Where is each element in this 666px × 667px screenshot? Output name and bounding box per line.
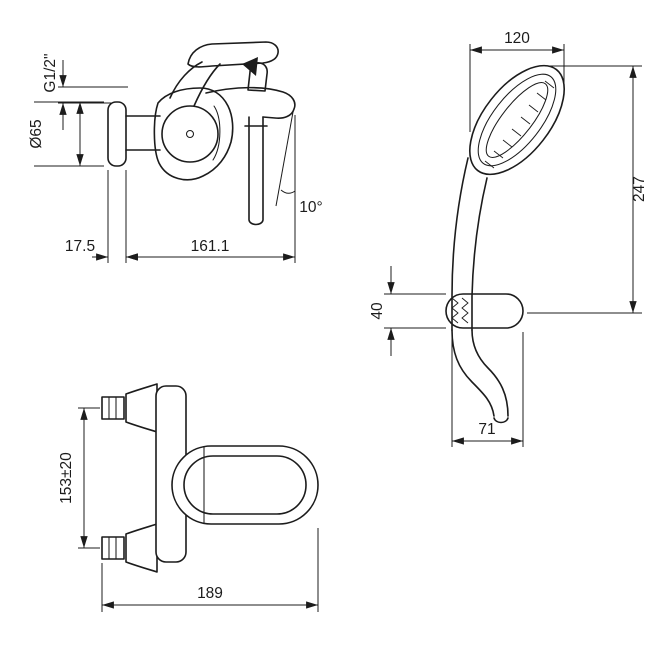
centers-extension-lines [78,407,100,549]
side-cartridge-circle [161,105,219,163]
front-top-nut-flats [108,396,117,420]
shower-head-face [477,73,557,167]
angle-label: 10° [299,199,322,216]
holder-height-label: 40 [369,302,386,320]
holder-knurl [451,297,469,324]
reach-extension-lines [107,115,296,263]
holder-length-extension-lines [451,332,524,447]
side-lever-neck [169,61,221,107]
height-label: 247 [631,176,648,202]
thread-extension-lines [58,86,128,104]
side-body-seam [212,105,221,161]
head-width-label: 120 [504,30,530,47]
holder-height-extension-lines [384,293,446,329]
side-diverter-wedge [242,57,258,76]
shower-holder [445,293,524,329]
angle-arc [280,189,296,194]
flange-dia-label: Ø65 [28,119,45,148]
flange-dia-extension-lines [34,101,104,167]
front-bottom-escutcheon [125,523,158,573]
width-label: 189 [197,585,223,602]
reach-label: 161.1 [191,238,230,255]
holder-length-label: 71 [478,421,495,438]
side-outlet-tube [244,116,268,226]
shower-head-outline [468,64,566,176]
angle-line [275,111,294,207]
shower-hose [451,329,509,424]
thread-label: G1/2" [42,53,59,92]
front-lever-inner [183,455,307,515]
shower-handle [451,157,488,331]
head-width-extension-lines [469,44,565,132]
front-top-escutcheon [125,383,158,433]
side-body [153,87,234,181]
shower-spray-plate [485,82,549,158]
side-view: G1/2" Ø65 17.5 161.1 10° [28,41,323,263]
side-lever [187,41,279,68]
front-bottom-nut-flats [108,536,117,560]
wall-distance-label: 17.5 [65,238,95,255]
shower-view: 120 247 40 71 [369,30,648,447]
height-extension-lines [527,65,642,314]
front-view: 153±20 189 [58,383,319,612]
side-escutcheon [107,101,127,167]
side-spout [205,86,296,119]
side-neck [125,115,161,151]
front-lever-outer [171,445,319,525]
front-bottom-nut [101,536,125,560]
side-cartridge-center [185,129,195,139]
shower-face-hatch [484,80,555,169]
front-top-nut [101,396,125,420]
centers-label: 153±20 [58,452,75,504]
